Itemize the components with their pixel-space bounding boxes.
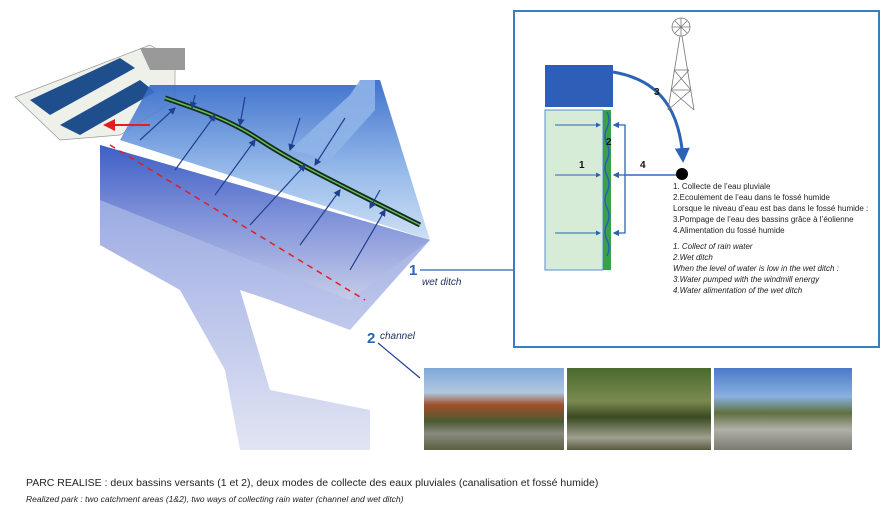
detail-number-3: 3 bbox=[654, 87, 660, 98]
caption-fr: PARC REALISE : deux bassins versants (1 … bbox=[26, 477, 599, 489]
tank bbox=[545, 65, 613, 107]
legend-en-5: 4.Water alimentation of the wet ditch bbox=[673, 286, 803, 295]
legend-fr-1: 1. Collecte de l’eau pluviale bbox=[673, 182, 771, 191]
label-2-text: channel bbox=[380, 331, 416, 342]
legend: 1. Collecte de l’eau pluviale 2.Ecouleme… bbox=[673, 181, 871, 296]
caption-en: Realized park : two catchment areas (1&2… bbox=[26, 494, 404, 504]
catchment-section bbox=[544, 109, 604, 271]
channel-line bbox=[109, 144, 366, 301]
label-1-text: wet ditch bbox=[422, 277, 462, 288]
wet-ditch-section bbox=[603, 110, 611, 270]
windmill-icon bbox=[667, 17, 695, 111]
photo-1 bbox=[424, 368, 564, 450]
detail-number-4: 4 bbox=[640, 160, 646, 171]
label-2-number: 2 bbox=[367, 330, 376, 347]
legend-en-1: 1. Collect of rain water bbox=[673, 242, 753, 251]
runoff-arrows bbox=[139, 94, 386, 271]
legend-en-2: 2.Wet ditch bbox=[673, 253, 713, 262]
legend-en-3: When the level of water is low in the we… bbox=[673, 264, 839, 273]
photo-2 bbox=[567, 368, 711, 450]
photo-3 bbox=[714, 368, 852, 450]
detail-number-2: 2 bbox=[606, 137, 612, 148]
legend-fr-3: Lorsque le niveau d’eau est bas dans le … bbox=[673, 204, 869, 213]
label-1-number: 1 bbox=[409, 262, 418, 279]
legend-fr-2: 2.Ecoulement de l’eau dans le fossé humi… bbox=[673, 193, 830, 202]
detail-number-1: 1 bbox=[579, 160, 585, 171]
basin-2 bbox=[60, 80, 155, 135]
pump-point bbox=[676, 168, 688, 180]
legend-fr-5: 4.Alimentation du fossé humide bbox=[673, 226, 785, 235]
legend-en-4: 3.Water pumped with the windmill energy bbox=[673, 275, 820, 284]
legend-fr-4: 3.Pompage de l’eau des bassins grâce à l… bbox=[673, 215, 854, 224]
basin-1 bbox=[30, 58, 135, 115]
